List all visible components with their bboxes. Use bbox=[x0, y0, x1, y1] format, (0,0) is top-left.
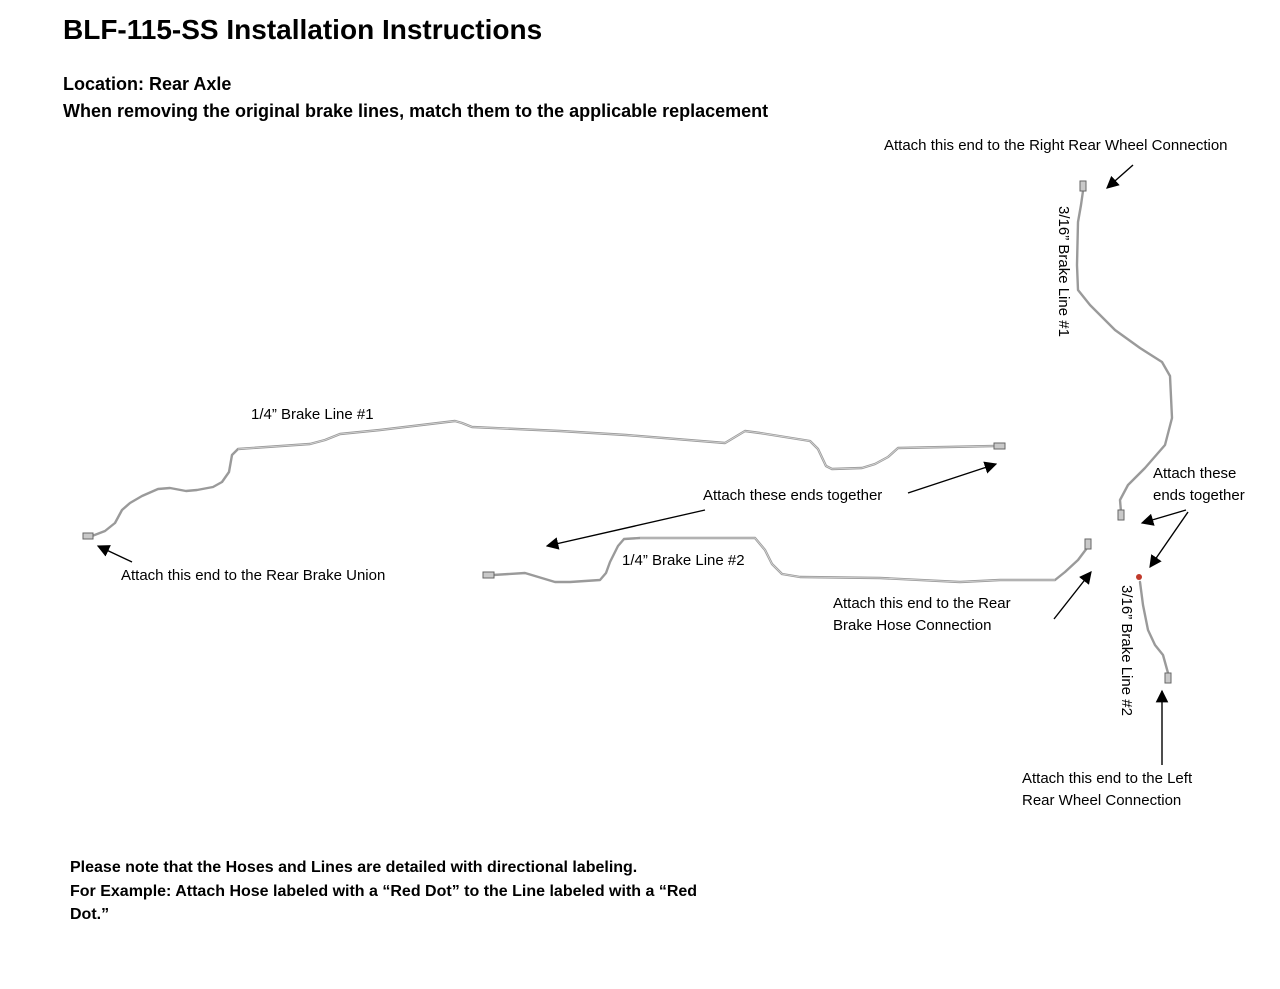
page-title: BLF-115-SS Installation Instructions bbox=[63, 14, 543, 45]
red-dot-marker bbox=[1136, 574, 1142, 580]
callout-rear-brake-union: Attach this end to the Rear Brake Union bbox=[121, 567, 386, 584]
arrow-rear-hose bbox=[1053, 571, 1092, 620]
instruction-heading: When removing the original brake lines, … bbox=[63, 101, 769, 121]
callout-left-rear-wheel-line1: Attach this end to the Left bbox=[1022, 770, 1193, 787]
flare-nut-fitting bbox=[1084, 538, 1092, 550]
label-threesixteenth-line-2: 3/16” Brake Line #2 bbox=[1118, 585, 1135, 716]
flare-nut-fitting bbox=[1079, 180, 1087, 192]
flare-nut-fitting bbox=[993, 442, 1006, 450]
arrow-rear-union bbox=[96, 545, 133, 563]
arrow-ends-together-upper bbox=[1140, 509, 1187, 526]
arrow-ends-together-lower bbox=[1149, 511, 1189, 569]
note-line-2: For Example: Attach Hose labeled with a … bbox=[70, 883, 698, 900]
flare-nut-fitting bbox=[82, 532, 94, 540]
arrow-right-rear bbox=[1106, 164, 1134, 189]
flare-nut-fitting bbox=[482, 571, 495, 579]
callout-arrows bbox=[96, 164, 1189, 765]
callout-ends-together-right: Attach these ends together bbox=[1153, 463, 1245, 507]
note-line-1: Please note that the Hoses and Lines are… bbox=[70, 859, 638, 876]
label-quarter-line-2: 1/4” Brake Line #2 bbox=[622, 552, 745, 569]
callout-right-rear-wheel: Attach this end to the Right Rear Wheel … bbox=[884, 137, 1228, 154]
arrow-ends-together-right bbox=[907, 461, 998, 494]
callout-rear-brake-hose: Attach this end to the Rear Brake Hose C… bbox=[833, 593, 1011, 637]
callout-ends-together-right-line1: Attach these bbox=[1153, 465, 1237, 482]
callout-ends-together-right-line2: ends together bbox=[1153, 487, 1245, 504]
callout-rear-brake-hose-line1: Attach this end to the Rear bbox=[833, 595, 1011, 612]
callout-left-rear-wheel-line2: Rear Wheel Connection bbox=[1022, 792, 1182, 809]
flare-nut-fitting bbox=[1117, 509, 1125, 521]
label-quarter-line-1: 1/4” Brake Line #1 bbox=[251, 406, 374, 423]
quarter-brake-line-1 bbox=[82, 419, 1006, 540]
callout-left-rear-wheel: Attach this end to the Left Rear Wheel C… bbox=[1022, 768, 1192, 812]
label-threesixteenth-line-1: 3/16” Brake Line #1 bbox=[1055, 206, 1072, 337]
quarter-brake-line-2 bbox=[482, 536, 1092, 584]
callout-rear-brake-hose-line2: Brake Hose Connection bbox=[833, 617, 992, 634]
note-line-3: Dot.” bbox=[70, 906, 110, 923]
flare-nut-fitting bbox=[1164, 672, 1172, 684]
location-heading: Location: Rear Axle bbox=[63, 74, 232, 94]
callout-ends-together-left: Attach these ends together bbox=[703, 487, 883, 504]
arrow-ends-together-left bbox=[545, 509, 706, 550]
threesixteenth-brake-line-1 bbox=[1075, 180, 1174, 521]
threesixteenth-brake-line-2 bbox=[1136, 574, 1172, 684]
